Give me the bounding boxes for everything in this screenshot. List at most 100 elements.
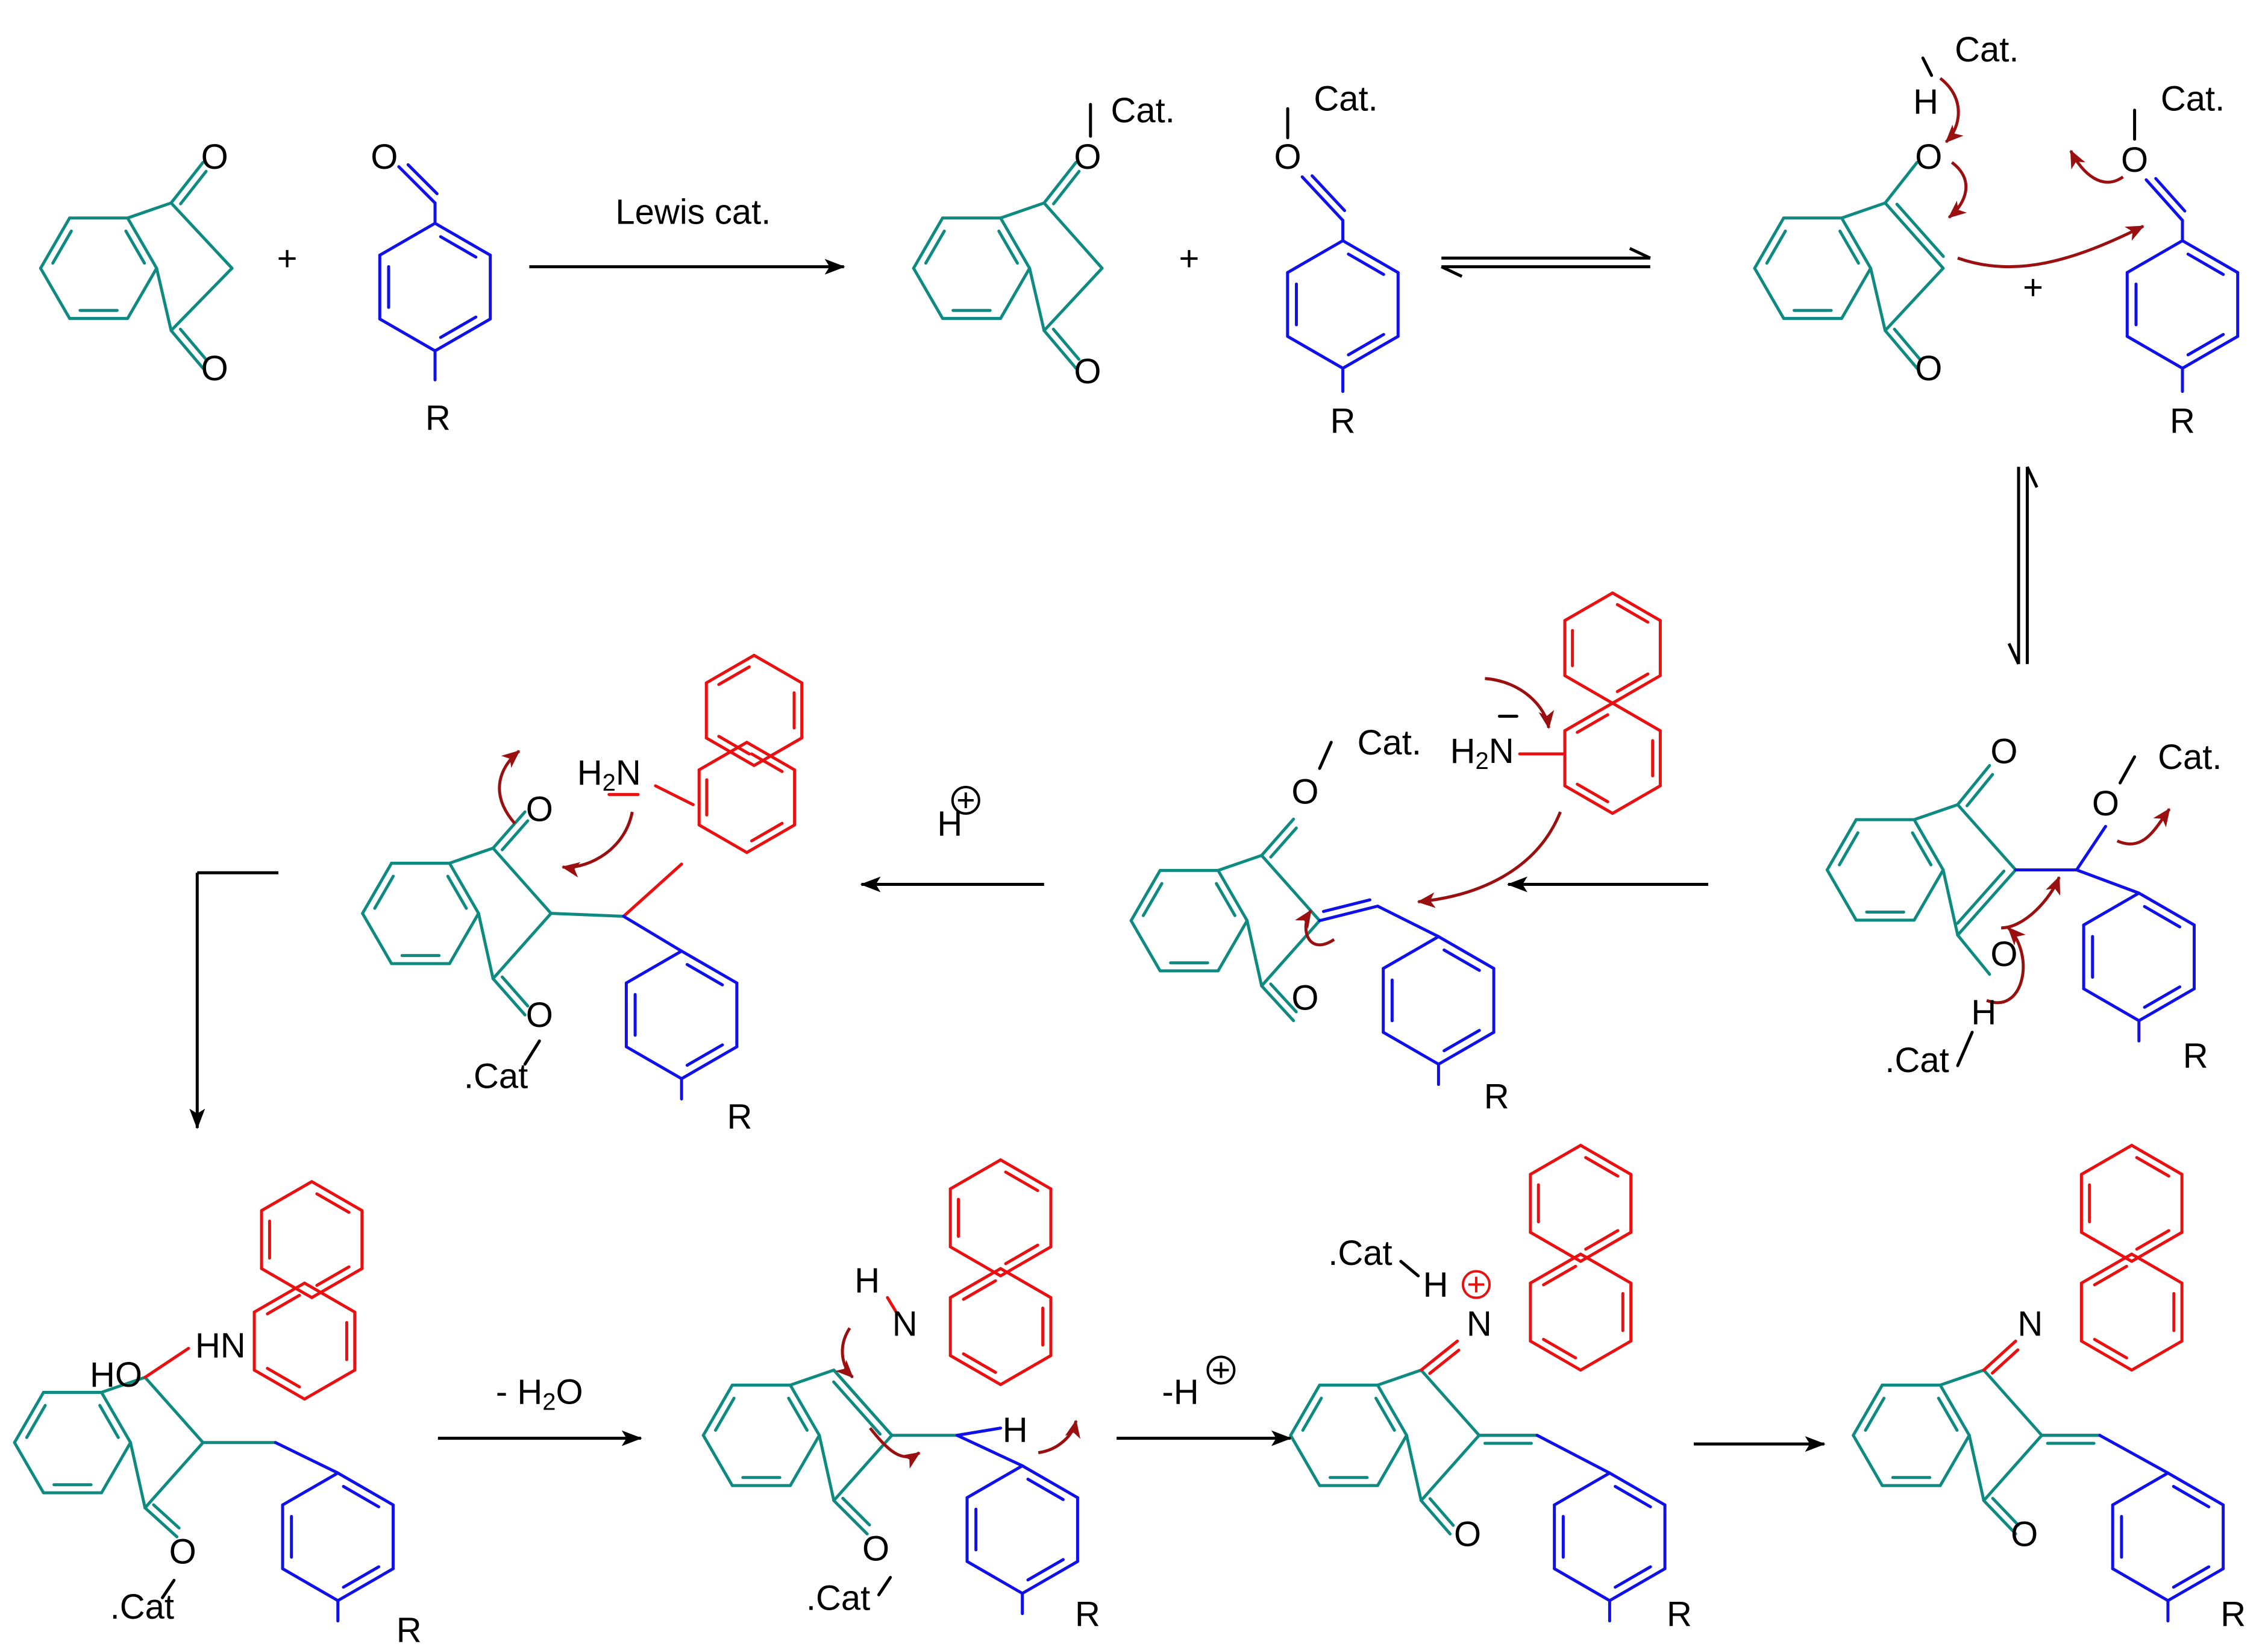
r-group-label: R bbox=[425, 398, 451, 438]
bond bbox=[1376, 1368, 1423, 1387]
double-bond-inner bbox=[841, 1496, 871, 1526]
double-bond-inner bbox=[1321, 898, 1371, 913]
ring-bond bbox=[281, 1567, 340, 1602]
double-bond-inner bbox=[2135, 1156, 2170, 1178]
curly-arrow bbox=[1295, 909, 1335, 947]
double-bond-inner bbox=[25, 1404, 47, 1439]
oxygen-label: O bbox=[2092, 784, 2119, 823]
catalyst-label: .Cat bbox=[464, 1056, 528, 1096]
ring-bond bbox=[999, 1354, 1053, 1387]
bond bbox=[161, 1578, 176, 1599]
bond bbox=[1028, 266, 1046, 333]
double-bond-inner bbox=[1765, 229, 1787, 265]
ring-bond bbox=[1608, 1567, 1667, 1602]
ring-bond bbox=[378, 221, 437, 257]
r-group-label: R bbox=[2183, 1037, 2208, 1076]
double-bond-inner bbox=[1428, 1349, 1461, 1375]
double-bond-inner bbox=[1311, 174, 1346, 212]
oxygen-label: O bbox=[169, 1532, 196, 1571]
double-bond bbox=[1884, 201, 1945, 270]
r-group-label: R bbox=[2170, 401, 2195, 441]
double-bond-inner bbox=[500, 819, 530, 852]
ring-bond bbox=[2079, 1231, 2134, 1263]
ring-bond bbox=[1579, 1231, 1633, 1263]
double-bond-inner bbox=[439, 315, 478, 339]
double-bond-inner bbox=[2093, 1338, 2128, 1360]
r-group-label: R bbox=[1330, 401, 1356, 441]
ring-bond bbox=[2079, 1144, 2134, 1176]
ring-bond bbox=[126, 216, 158, 270]
curly-arrow-layer bbox=[498, 77, 2171, 1469]
double-bond bbox=[1260, 817, 1295, 857]
bond bbox=[1245, 919, 1264, 988]
bond bbox=[955, 1426, 1003, 1437]
amine-label: HN bbox=[195, 1326, 246, 1366]
ring-bond bbox=[789, 1383, 821, 1437]
plus-sign: + bbox=[1179, 239, 1200, 278]
ring-bond bbox=[2166, 1471, 2225, 1507]
ring-bond bbox=[965, 1560, 1024, 1595]
double-bond-inner bbox=[500, 975, 530, 1008]
double-bond-inner bbox=[51, 229, 73, 265]
ring-bond bbox=[1579, 1144, 1633, 1176]
double-bond-inner bbox=[1004, 1243, 1039, 1266]
ring-bond bbox=[1553, 1471, 1611, 1507]
ring-bond bbox=[1825, 868, 1858, 922]
charge-circle bbox=[1461, 1270, 1491, 1299]
oxygen-label: O bbox=[1074, 137, 1101, 177]
double-bond-inner bbox=[1542, 1338, 1577, 1360]
curly-arrow bbox=[1417, 811, 1562, 908]
ring-bond bbox=[1286, 334, 1345, 370]
double-bond-inner bbox=[179, 169, 208, 205]
double-bond-inner bbox=[373, 874, 395, 910]
bond bbox=[2075, 868, 2141, 895]
bond bbox=[877, 1576, 892, 1596]
double-bond-inner bbox=[315, 1192, 351, 1214]
ring-bond bbox=[999, 1267, 1053, 1299]
oxygen-label: O bbox=[1915, 137, 1942, 177]
double-bond-inner bbox=[1215, 882, 1236, 917]
bond bbox=[1840, 201, 1887, 220]
equilibrium-head bbox=[1441, 265, 1463, 278]
bond bbox=[126, 201, 173, 220]
bond bbox=[955, 1434, 1024, 1467]
catalyst-label: .Cat bbox=[1885, 1041, 1949, 1080]
ring-bond bbox=[39, 216, 72, 270]
double-bond-inner bbox=[446, 874, 468, 910]
double-bond-inner bbox=[2143, 905, 2182, 929]
ring-bond bbox=[310, 1180, 364, 1213]
double-bond-inner bbox=[750, 821, 784, 842]
double-bond-inner bbox=[439, 235, 478, 259]
ring-bond bbox=[1611, 784, 1662, 815]
ring-bond bbox=[1563, 701, 1614, 733]
double-bond-inner bbox=[124, 229, 146, 265]
ring-bond bbox=[361, 912, 393, 965]
double-bond-inner bbox=[98, 1404, 120, 1439]
double-bond-inner bbox=[717, 735, 751, 756]
double-bond-inner bbox=[1838, 229, 1860, 265]
r-group-label: R bbox=[1075, 1595, 1100, 1634]
bond bbox=[448, 846, 495, 865]
ring-bond bbox=[1382, 1031, 1440, 1066]
double-bond bbox=[491, 810, 527, 850]
double-bond bbox=[491, 977, 527, 1017]
ring-bond bbox=[1021, 1464, 1079, 1499]
double-bond-inner bbox=[1428, 1497, 1455, 1527]
double-bond-inner bbox=[1542, 1264, 1577, 1287]
double-bond-inner bbox=[1893, 327, 1922, 361]
double-bond bbox=[1982, 1339, 2017, 1372]
double-bond-inner bbox=[685, 962, 724, 987]
equilibrium-head bbox=[2026, 466, 2038, 488]
hydrogen-label: H bbox=[854, 1261, 880, 1300]
ring-bond bbox=[948, 1267, 1003, 1299]
r-group-label: R bbox=[1667, 1595, 1692, 1634]
ring-bond bbox=[1341, 239, 1400, 274]
double-bond-inner bbox=[2186, 253, 2225, 276]
curly-arrow bbox=[1957, 225, 2144, 268]
double-bond bbox=[1042, 160, 1078, 205]
oxygen-label: O bbox=[1291, 773, 1318, 812]
ring-bond bbox=[281, 1471, 340, 1507]
ring-bond bbox=[13, 1441, 45, 1495]
double-bond-inner bbox=[2154, 177, 2187, 213]
double-bond-inner bbox=[2093, 1264, 2128, 1287]
